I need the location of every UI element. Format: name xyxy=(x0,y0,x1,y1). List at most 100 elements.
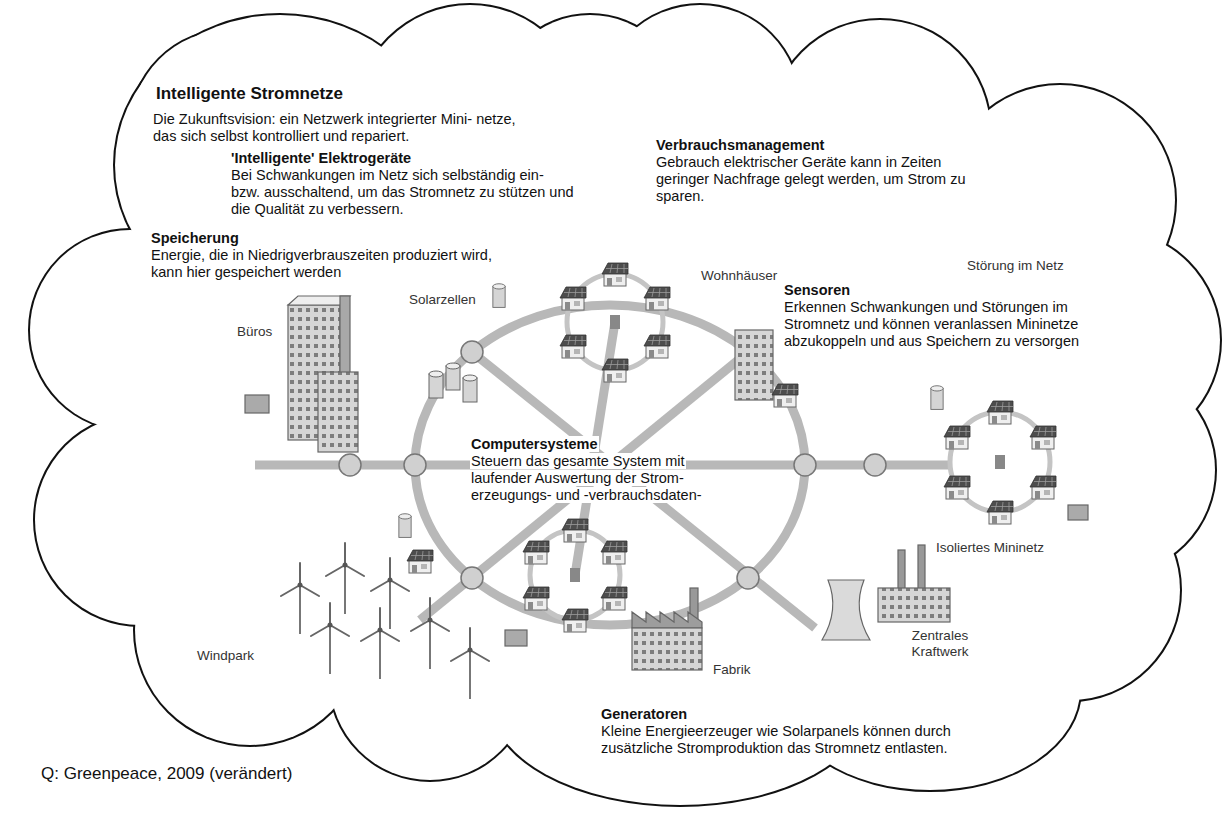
label-holder: Steuern das gesamte System mit laufender… xyxy=(470,453,730,504)
house xyxy=(560,287,586,310)
wind-turbine xyxy=(311,603,349,674)
house xyxy=(601,541,627,564)
label-holder: Erkennen Schwankungen und Störungen im S… xyxy=(783,299,1113,350)
transformer xyxy=(995,455,1005,469)
place-label: Solarzellen xyxy=(408,292,477,307)
label-holder: Sensoren xyxy=(783,282,851,299)
callout-text: Gebrauch elektrischer Geräte kann in Zei… xyxy=(655,154,967,204)
storage-tank xyxy=(493,284,505,308)
callout-heading: Verbrauchsmanagement xyxy=(655,137,825,153)
callout-text: Erkennen Schwankungen und Störungen im S… xyxy=(783,299,1080,349)
label-holder: Isoliertes Mininetz xyxy=(935,540,1045,556)
storage-tank xyxy=(399,514,411,538)
label-holder: Die Zukunftsvision: ein Netzwerk integri… xyxy=(152,111,542,145)
label-holder: Verbrauchsmanagement xyxy=(655,137,825,154)
label-holder: Wohnhäuser xyxy=(700,268,778,284)
cloud-fill xyxy=(30,5,1220,805)
battery-icon xyxy=(505,630,527,646)
house xyxy=(602,359,628,382)
callout-heading: Computersysteme xyxy=(470,436,599,452)
office-tower xyxy=(735,330,773,400)
place-label: Büros xyxy=(236,324,273,339)
house xyxy=(562,609,588,632)
house xyxy=(1030,476,1056,499)
house xyxy=(407,550,433,573)
transformer xyxy=(610,315,620,329)
place-label: Fabrik xyxy=(712,662,752,677)
callout-heading: 'Intelligente' Elektrogeräte xyxy=(230,150,412,166)
wind-turbine xyxy=(281,563,319,634)
grid-junction xyxy=(864,454,886,476)
grid-junction xyxy=(794,454,816,476)
grid-junction xyxy=(461,567,483,589)
cooling-tower xyxy=(822,580,870,640)
house xyxy=(944,476,970,499)
grid-junctions xyxy=(339,341,886,589)
plant-building xyxy=(878,588,950,622)
power-plant xyxy=(822,545,950,640)
wind-turbine xyxy=(326,543,364,614)
house xyxy=(523,541,549,564)
house xyxy=(602,263,628,286)
house xyxy=(601,587,627,610)
label-holder: Störung im Netz xyxy=(966,258,1065,274)
label-holder: Intelligente Stromnetze xyxy=(155,84,344,104)
label-holder: Zentrales Kraftwerk xyxy=(890,628,990,660)
callout-text: Energie, die in Niedrigverbrauszeiten pr… xyxy=(150,247,493,280)
house xyxy=(523,587,549,610)
label-holder: Fabrik xyxy=(712,662,752,678)
callout-heading: Sensoren xyxy=(783,282,851,298)
label-holder: Windpark xyxy=(196,648,255,664)
label-holder: Bei Schwankungen im Netz sich selbständi… xyxy=(230,167,575,218)
wind-turbine xyxy=(451,628,489,699)
house xyxy=(944,426,970,449)
grid-line xyxy=(420,352,748,620)
office-tower xyxy=(318,372,358,452)
label-holder: Computersysteme xyxy=(470,436,599,453)
place-label: Windpark xyxy=(196,648,255,663)
storage-tank xyxy=(931,386,943,410)
callout-text: Kleine Energieerzeuger wie Solarpanels k… xyxy=(600,723,952,756)
callout-text: Bei Schwankungen im Netz sich selbständi… xyxy=(230,167,575,217)
label-holder: 'Intelligente' Elektrogeräte xyxy=(230,150,412,167)
callout-heading: Generatoren xyxy=(600,706,688,722)
house xyxy=(562,519,588,542)
plant-chimney xyxy=(898,550,905,590)
storage-tank xyxy=(429,371,443,398)
house xyxy=(560,335,586,358)
factory-hall xyxy=(632,628,702,670)
grid-junction xyxy=(339,454,361,476)
factory xyxy=(632,588,702,670)
label-holder: Solarzellen xyxy=(408,292,477,308)
house xyxy=(987,401,1013,424)
factory-roof xyxy=(632,612,702,628)
storage-tank xyxy=(446,363,460,390)
place-label: Isoliertes Mininetz xyxy=(935,540,1045,555)
wind-turbine xyxy=(371,558,409,629)
grid-junction xyxy=(404,454,426,476)
label-holder: Büros xyxy=(236,324,273,340)
label-holder: Energie, die in Niedrigverbrauszeiten pr… xyxy=(150,247,510,281)
callout-heading: Speicherung xyxy=(150,230,240,246)
wind-turbine xyxy=(411,598,449,669)
source-caption: Q: Greenpeace, 2009 (verändert) xyxy=(40,764,293,783)
place-label: Störung im Netz xyxy=(966,258,1065,273)
house xyxy=(1030,426,1056,449)
house xyxy=(644,287,670,310)
wind-park xyxy=(281,543,489,699)
office-buildings xyxy=(245,296,1088,646)
callout-text: Steuern das gesamte System mit laufender… xyxy=(470,453,703,503)
subtitle-text: Die Zukunftsvision: ein Netzwerk integri… xyxy=(152,111,517,144)
house xyxy=(644,335,670,358)
label-holder: Q: Greenpeace, 2009 (verändert) xyxy=(40,764,293,784)
label-holder: Generatoren xyxy=(600,706,688,723)
label-holder: Speicherung xyxy=(150,230,240,247)
transformer xyxy=(570,568,580,582)
house xyxy=(987,501,1013,524)
battery-icon xyxy=(1068,505,1088,520)
label-holder: Kleine Energieerzeuger wie Solarpanels k… xyxy=(600,723,960,757)
battery-icon xyxy=(245,395,269,413)
cloud-outline xyxy=(30,5,1220,805)
label-holder: Gebrauch elektrischer Geräte kann in Zei… xyxy=(655,154,980,205)
